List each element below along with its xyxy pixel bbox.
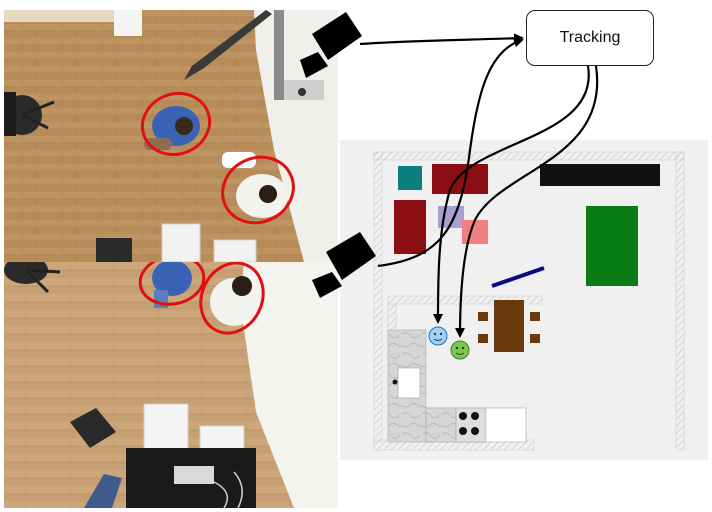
arrow-camera-top-to-tracking xyxy=(359,33,524,46)
stool xyxy=(70,408,116,448)
dark-red-block xyxy=(432,164,488,194)
detection-ellipse xyxy=(138,262,206,306)
black-block xyxy=(540,164,660,186)
white-chair xyxy=(161,223,201,262)
lavender-block xyxy=(438,206,464,228)
person-white-shirt xyxy=(222,152,288,218)
stool xyxy=(96,238,132,262)
smiley-blue-icon xyxy=(428,326,448,346)
detection-ellipse xyxy=(140,92,212,156)
detection-ellipse xyxy=(199,262,265,335)
tracking-box: Tracking xyxy=(526,10,654,66)
tracking-label: Tracking xyxy=(559,29,621,46)
office-chair xyxy=(4,262,61,294)
person-legs xyxy=(84,474,122,508)
smiley-green-icon xyxy=(450,340,470,360)
floor-plan xyxy=(340,140,708,460)
camera-view-bottom xyxy=(4,262,338,508)
stove-icon xyxy=(459,412,479,435)
wall xyxy=(240,262,338,508)
office-chair xyxy=(4,92,55,136)
white-chair xyxy=(143,403,189,453)
lamp-stand xyxy=(184,10,324,100)
keyboard xyxy=(174,466,214,484)
teal-block xyxy=(398,166,422,190)
white-chair xyxy=(213,239,257,262)
green-block xyxy=(586,206,638,286)
person-white-shirt xyxy=(210,276,258,326)
camera-view-top xyxy=(4,10,338,262)
dark-red-block xyxy=(394,200,426,254)
person-blue-shirt xyxy=(144,106,200,150)
pink-block xyxy=(462,220,488,244)
detection-ellipse xyxy=(221,155,295,225)
